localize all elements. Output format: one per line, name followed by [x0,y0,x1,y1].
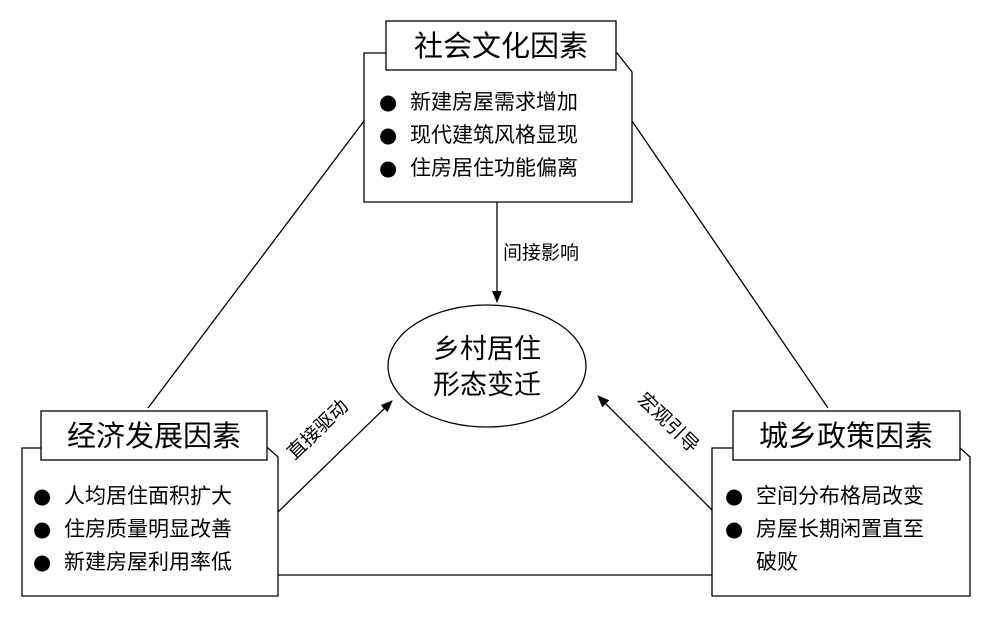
arrow-macro-guidance [597,395,715,513]
economic-item-3: 新建房屋利用率低 [64,550,232,574]
policy-title: 城乡政策因素 [759,419,933,453]
bullet-icon: ● [33,517,51,541]
arrow-label-indirect: 间接影响 [503,242,579,264]
economic-factor-node: 经济发展因素 ● 人均居住面积扩大 ● 住房质量明显改善 ● 新建房屋利用率低 [21,410,279,597]
social-title-box [385,20,617,71]
bullet-icon: ● [725,517,743,541]
bullet-icon: ● [33,484,51,508]
policy-title-box [732,410,961,461]
policy-factor-node: 城乡政策因素 ● 空间分布格局改变 ● 房屋长期闲置直至 破败 [711,410,971,597]
social-item-1: 新建房屋需求增加 [410,90,578,114]
center-ellipse [387,304,587,428]
policy-item-2: 房屋长期闲置直至 [756,517,924,541]
bullet-icon: ● [725,484,743,508]
economic-item-1: 人均居住面积扩大 [64,484,232,508]
social-title: 社会文化因素 [414,29,588,63]
social-factor-node: 社会文化因素 ● 新建房屋需求增加 ● 现代建筑风格显现 ● 住房居住功能偏离 [363,20,633,203]
bullet-icon: ● [379,90,397,114]
economic-title-box [40,410,268,461]
arrow-direct-drive [277,400,393,513]
economic-title: 经济发展因素 [67,419,241,453]
social-item-2: 现代建筑风格显现 [410,123,578,147]
arrow-label-macro: 宏观引导 [633,388,703,457]
center-line-2: 形态变迁 [433,370,541,401]
policy-item-1: 空间分布格局改变 [756,484,924,508]
connector-social-economic [147,120,365,409]
center-line-1: 乡村居住 [433,334,541,365]
bullet-icon: ● [33,550,51,574]
arrow-label-direct: 直接驱动 [283,395,353,464]
bullet-icon: ● [379,156,397,180]
connector-social-policy [631,120,829,409]
social-item-3: 住房居住功能偏离 [410,156,578,180]
bullet-icon: ● [379,123,397,147]
economic-item-2: 住房质量明显改善 [64,517,232,541]
policy-item-2-continued: 破败 [756,550,798,574]
